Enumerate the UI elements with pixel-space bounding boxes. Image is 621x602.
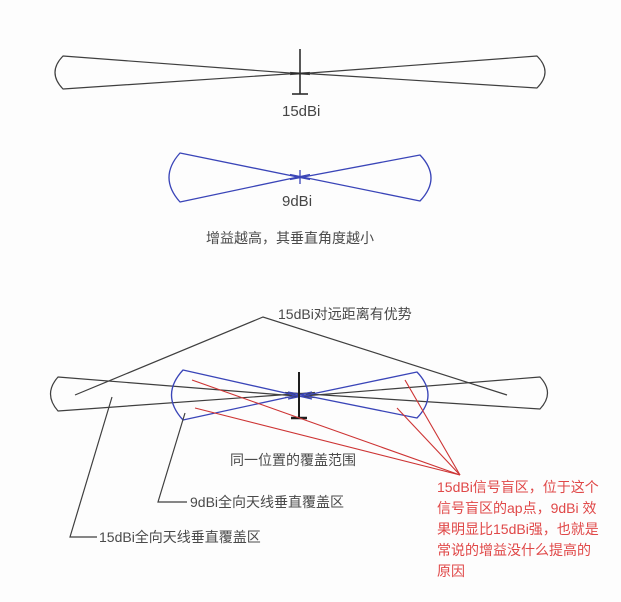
mid-left-lobe (168, 152, 311, 203)
top-left-lobe (54, 55, 311, 90)
advantage-label: 15dBi对远距离有优势 (278, 306, 412, 322)
blind-line-left-bottom (194, 407, 461, 476)
leader-9dbi-coverage (157, 412, 187, 503)
label-leader-lines (69, 396, 187, 538)
label-15dbi-coverage: 15dBi全向天线垂直覆盖区 (99, 529, 261, 545)
bottom-15dbi-right-lobe (284, 376, 549, 410)
top-15dbi-pattern (54, 55, 546, 90)
blind-zone-note: 15dBi信号盲区，位于这个 信号盲区的ap点，9dBi 效 果明显比15dBi… (437, 479, 599, 579)
advantage-leader-line (74, 316, 508, 396)
bottom-15dbi-left-lobe (49, 376, 316, 412)
top-antenna-symbol (291, 49, 309, 95)
mid-9dbi-pattern (168, 152, 432, 203)
mid-right-lobe (289, 154, 432, 202)
gain-caption: 增益越高，其垂直角度越小 (206, 230, 374, 246)
blind-zone-lines (191, 379, 461, 476)
coverage-label: 同一位置的覆盖范围 (230, 452, 356, 468)
top-gain-label: 15dBi (282, 103, 321, 120)
blind-line-left-top (191, 379, 461, 476)
bottom-15dbi-pattern (49, 376, 549, 412)
mid-gain-label: 9dBi (282, 193, 313, 210)
top-right-lobe (289, 55, 546, 89)
blind-line-right-top (404, 379, 461, 476)
label-9dbi-coverage: 9dBi全向天线垂直覆盖区 (190, 494, 345, 510)
bottom-9dbi-right-lobe (287, 371, 429, 419)
blind-line-right-bottom (396, 407, 461, 476)
leader-15dbi-coverage (69, 396, 113, 538)
